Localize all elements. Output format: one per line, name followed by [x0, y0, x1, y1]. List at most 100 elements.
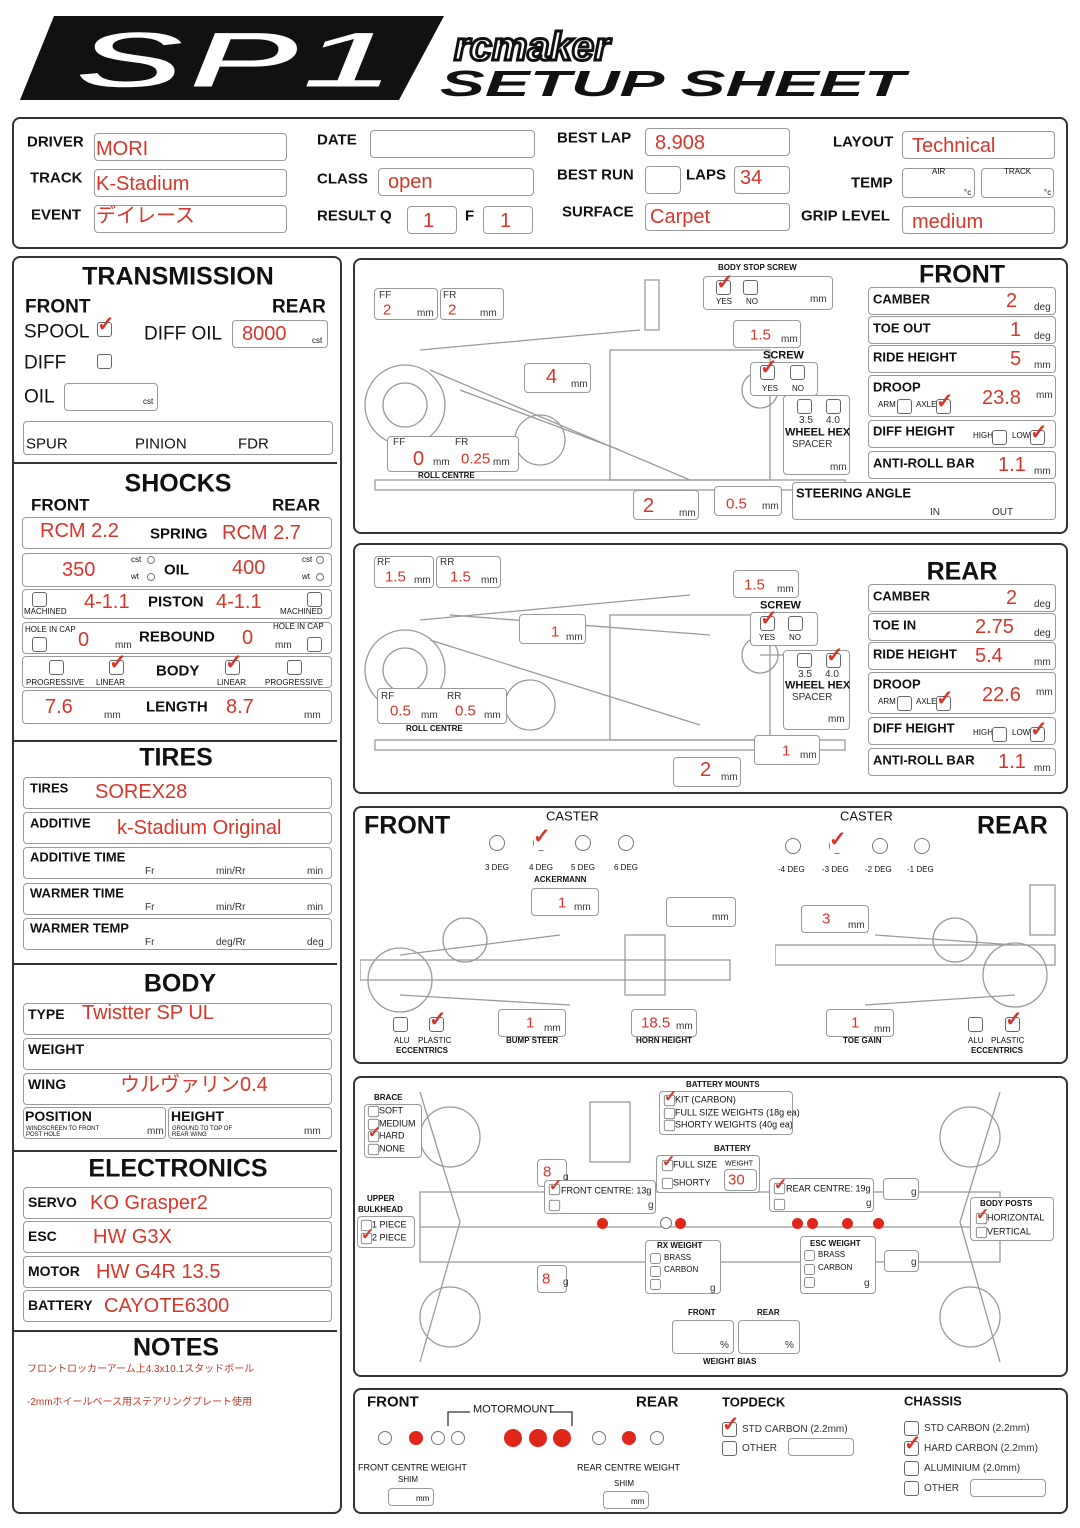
rear-alu-checkbox[interactable] — [968, 1017, 983, 1032]
rear-centre-box[interactable] — [769, 1178, 874, 1212]
body-stop-yes-checkbox[interactable]: ✓ — [716, 272, 734, 295]
front-linear-checkbox[interactable]: ✓ — [109, 652, 127, 675]
body-row[interactable] — [22, 656, 332, 688]
front-link-mid-field[interactable] — [524, 363, 591, 393]
result-f-field[interactable] — [483, 206, 533, 234]
weight-position-dot[interactable] — [806, 1217, 818, 1229]
chassis-other-field[interactable] — [970, 1479, 1046, 1497]
axle-checkbox[interactable]: ✓ — [936, 391, 954, 414]
tire-time-field[interactable] — [23, 883, 332, 915]
topdeck-checkbox[interactable]: ✓ — [722, 1414, 740, 1437]
rear-low-b-field[interactable] — [673, 757, 741, 787]
rear-caster-option[interactable] — [914, 838, 930, 854]
rear-progressive-checkbox[interactable] — [287, 660, 302, 675]
wing-field[interactable] — [23, 1073, 332, 1105]
steering-angle-field[interactable] — [792, 482, 1056, 520]
camber-field[interactable] — [868, 584, 1056, 612]
hole-front-checkbox[interactable] — [32, 637, 47, 652]
axle-checkbox[interactable]: ✓ — [936, 688, 954, 711]
motormount-position[interactable] — [553, 1429, 571, 1447]
front-shim-position[interactable] — [431, 1431, 445, 1445]
diff-low-checkbox[interactable]: ✓ — [1030, 422, 1048, 445]
screw-no-checkbox[interactable] — [788, 616, 803, 631]
battery-field[interactable] — [23, 1290, 332, 1322]
chassis-checkbox[interactable] — [904, 1481, 919, 1496]
front-extra-field[interactable] — [666, 897, 736, 927]
rear-caster-option[interactable] — [785, 838, 801, 854]
diff-checkbox[interactable] — [97, 354, 112, 369]
chassis-checkbox[interactable] — [904, 1461, 919, 1476]
grip-field[interactable] — [902, 206, 1055, 234]
spool-checkbox[interactable]: ✓ — [97, 314, 115, 337]
battery-mounts-box[interactable] — [659, 1091, 793, 1135]
event-field[interactable] — [94, 205, 287, 233]
track-field[interactable] — [94, 169, 287, 197]
topdeck-checkbox[interactable] — [722, 1441, 737, 1456]
bulkhead-checkbox[interactable] — [360, 1219, 373, 1232]
body-post-checkbox[interactable] — [975, 1226, 988, 1239]
droop-field[interactable] — [868, 375, 1056, 417]
weight-position-dot[interactable] — [791, 1217, 803, 1229]
front-plastic-checkbox[interactable]: ✓ — [429, 1009, 447, 1032]
rr-field[interactable] — [436, 556, 501, 588]
rear-centre-checkbox[interactable]: ✓ — [773, 1177, 787, 1195]
weight-position-dot[interactable] — [660, 1217, 672, 1229]
servo-field[interactable] — [23, 1187, 332, 1219]
rear-plastic-checkbox[interactable]: ✓ — [1005, 1009, 1023, 1032]
air-temp-field[interactable] — [902, 168, 975, 198]
tire-time-field[interactable] — [23, 847, 332, 879]
rear-shim-position[interactable] — [592, 1431, 606, 1445]
weight-position-dot[interactable] — [674, 1217, 686, 1229]
body-post-checkbox[interactable]: ✓ — [975, 1207, 989, 1225]
screw-yes-checkbox[interactable]: ✓ — [760, 608, 778, 631]
rear-link-mid-field[interactable] — [519, 614, 586, 644]
rear-low-a-field[interactable] — [754, 735, 820, 765]
oil-field[interactable] — [64, 383, 158, 411]
additive-field[interactable] — [23, 812, 332, 844]
toe-field[interactable] — [868, 316, 1056, 344]
front-alu-checkbox[interactable] — [393, 1017, 408, 1032]
chassis-checkbox[interactable]: ✓ — [904, 1433, 922, 1456]
gearing-field[interactable] — [23, 421, 333, 455]
hex-40-checkbox[interactable]: ✓ — [826, 645, 844, 668]
wt-radio[interactable] — [147, 573, 155, 581]
front-caster-option[interactable] — [575, 835, 591, 851]
battery-mount-checkbox[interactable] — [663, 1107, 676, 1119]
front-centre-checkbox[interactable]: ✓ — [548, 1178, 562, 1196]
diff-height-field[interactable] — [868, 420, 1056, 448]
ride-field[interactable] — [868, 345, 1056, 373]
front-bias-field[interactable] — [672, 1320, 734, 1354]
arm-checkbox[interactable] — [897, 399, 912, 414]
hole-rear-checkbox[interactable] — [307, 637, 322, 652]
position-field[interactable] — [23, 1107, 166, 1139]
wt-radio[interactable] — [316, 573, 324, 581]
body-stop-no-checkbox[interactable] — [743, 280, 758, 295]
rebound-row[interactable] — [22, 622, 332, 654]
front-roll-centre-field[interactable] — [387, 436, 519, 472]
rear-shim-position[interactable] — [622, 1431, 636, 1445]
chassis-checkbox[interactable] — [904, 1421, 919, 1436]
tires-field[interactable] — [23, 777, 332, 809]
weight-position-dot[interactable] — [872, 1217, 884, 1229]
screw-yes-checkbox[interactable]: ✓ — [760, 357, 778, 380]
height-field[interactable] — [168, 1107, 332, 1139]
rear-caster-link-field[interactable] — [801, 905, 869, 933]
front-link-top-field[interactable] — [733, 320, 801, 348]
cst-radio[interactable] — [316, 556, 324, 564]
battery-weight-field[interactable] — [724, 1169, 757, 1191]
rx-brass-checkbox[interactable] — [650, 1253, 661, 1264]
machined-rear-checkbox[interactable] — [307, 592, 322, 607]
brace-checkbox[interactable] — [367, 1143, 380, 1155]
rear-shim-position[interactable] — [650, 1431, 664, 1445]
layout-field[interactable] — [902, 131, 1055, 159]
cst-radio[interactable] — [147, 556, 155, 564]
rear-roll-centre-field[interactable] — [377, 688, 507, 724]
front-low-a-field[interactable] — [633, 490, 699, 520]
track-temp-field[interactable] — [981, 168, 1054, 198]
rear-linear-checkbox[interactable]: ✓ — [225, 652, 243, 675]
battery-type-checkbox[interactable]: ✓ — [661, 1154, 675, 1172]
oil-row[interactable] — [22, 553, 332, 587]
best-lap-field[interactable] — [645, 128, 790, 156]
length-row[interactable] — [22, 690, 332, 724]
motormount-position[interactable] — [504, 1429, 522, 1447]
